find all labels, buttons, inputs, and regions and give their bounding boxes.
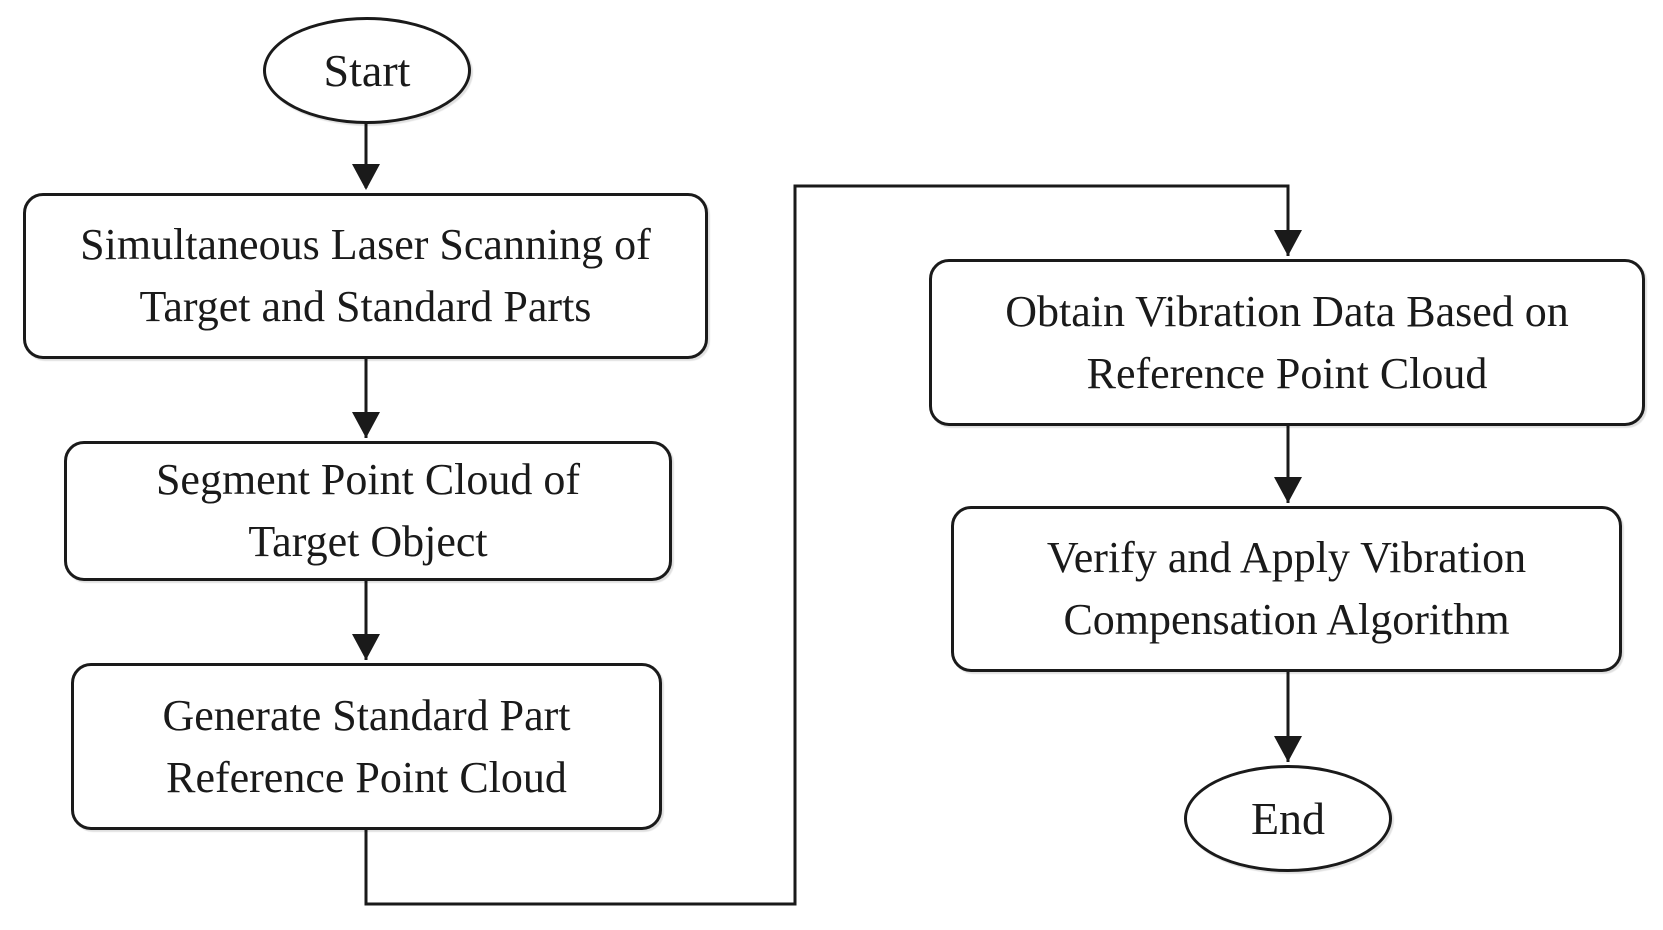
step-laser-scanning: Simultaneous Laser Scanning of Target an…	[23, 193, 708, 359]
step-label: Segment Point Cloud of Target Object	[155, 455, 581, 566]
arrowhead-icon	[1274, 736, 1302, 762]
arrow-generate-to-obtain	[364, 184, 1290, 906]
start-label: Start	[323, 45, 411, 96]
end-terminal: End	[1184, 765, 1392, 872]
step-label: Simultaneous Laser Scanning of Target an…	[80, 220, 651, 331]
arrowhead-icon	[352, 412, 380, 438]
step-verify-compensation: Verify and Apply Vibration Compensation …	[951, 506, 1622, 672]
step-obtain-vibration-data: Obtain Vibration Data Based on Reference…	[929, 259, 1645, 426]
step-generate-reference: Generate Standard Part Reference Point C…	[71, 663, 662, 830]
arrowhead-icon	[1274, 477, 1302, 503]
step-label: Obtain Vibration Data Based on Reference…	[1005, 286, 1569, 398]
step-segment-point-cloud: Segment Point Cloud of Target Object	[64, 441, 672, 581]
start-terminal: Start	[263, 17, 471, 124]
arrowhead-icon	[1274, 230, 1302, 256]
arrowhead-icon	[352, 634, 380, 660]
step-label: Generate Standard Part Reference Point C…	[162, 690, 571, 802]
arrowhead-icon	[352, 164, 380, 190]
end-label: End	[1250, 793, 1326, 844]
step-label: Verify and Apply Vibration Compensation …	[1046, 533, 1527, 644]
